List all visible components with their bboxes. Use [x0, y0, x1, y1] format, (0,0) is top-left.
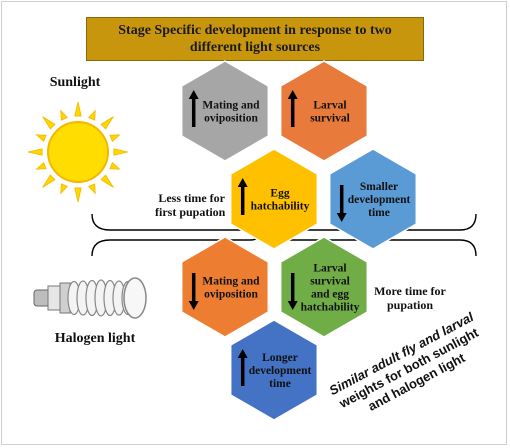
- more-time-line-1: More time for: [374, 284, 446, 298]
- hexagon-shape: [229, 319, 319, 421]
- sun-icon: [27, 101, 129, 203]
- hex-label-line: oviposition: [204, 113, 258, 125]
- hex-label-line: development: [348, 194, 411, 206]
- hex-label-line: hatchability: [251, 201, 310, 213]
- cfl-bulb-icon: [33, 277, 147, 319]
- up-arrow-icon: [287, 90, 298, 127]
- title-banner: Stage Specific development in response t…: [86, 17, 424, 61]
- less-time-note: Less time for first pupation: [155, 191, 225, 219]
- hex-label-line: Larval: [313, 263, 346, 275]
- hex-label-line: Larval: [313, 100, 346, 112]
- hex-label-line: time: [368, 207, 390, 219]
- halogen-light-label: Halogen light: [55, 331, 136, 346]
- title-line-2: different light sources: [189, 40, 321, 55]
- hex-label-line: survival: [310, 113, 350, 125]
- less-time-line-2: first pupation: [155, 205, 226, 219]
- hex-label-line: and egg: [311, 289, 349, 301]
- hex-label-line: Mating and: [202, 276, 260, 288]
- hexagon-shape: [279, 236, 369, 338]
- hexagon-shape: [180, 236, 270, 338]
- more-time-note: More time for pupation: [371, 284, 449, 312]
- similar-weights-note: Similar adult fly and larval weights for…: [327, 309, 482, 414]
- hexagon-shape: [279, 60, 369, 162]
- less-time-line-1: Less time for: [158, 191, 225, 205]
- hexagon-shape: [229, 148, 319, 250]
- hex-label-line: Mating and: [202, 100, 260, 112]
- up-arrow-icon: [237, 178, 248, 215]
- up-arrow-icon: [188, 90, 199, 127]
- hex-label-line: time: [269, 378, 291, 390]
- hex-label-line: Smaller: [360, 181, 398, 193]
- hex-label-line: development: [249, 365, 312, 377]
- hex-label-line: oviposition: [204, 289, 258, 301]
- hex-label-line: survival: [310, 276, 350, 288]
- hex-label-line: Longer: [262, 352, 298, 364]
- down-arrow-icon: [188, 273, 199, 310]
- more-time-line-2: pupation: [386, 298, 434, 312]
- sunlight-label: Sunlight: [50, 75, 101, 90]
- down-arrow-icon: [336, 185, 347, 222]
- hexagon-shape: [328, 148, 418, 250]
- title-line-1: Stage Specific development in response t…: [118, 23, 392, 38]
- hex-label-line: Egg: [270, 188, 289, 200]
- down-arrow-icon: [287, 273, 298, 310]
- hexagon-shape: [180, 60, 270, 162]
- hex-label-line: hatchability: [301, 302, 360, 314]
- up-arrow-icon: [237, 349, 248, 386]
